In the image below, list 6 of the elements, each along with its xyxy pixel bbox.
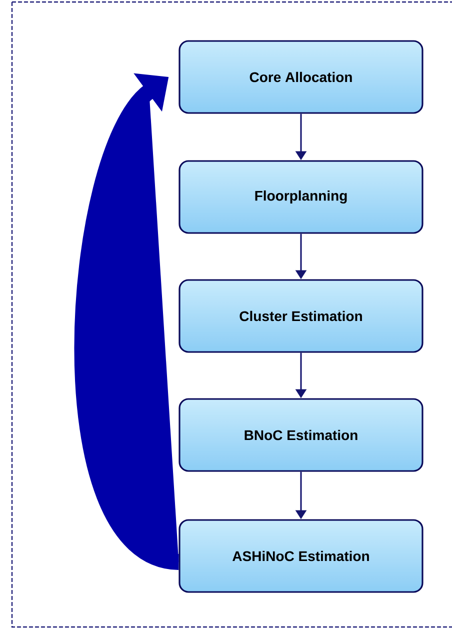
process-box: Floorplanning (178, 160, 424, 234)
process-box: ASHiNoC Estimation (178, 519, 424, 593)
process-box: Cluster Estimation (178, 279, 424, 353)
process-box: BNoC Estimation (178, 398, 424, 472)
process-box: Core Allocation (178, 40, 424, 114)
arrow (74, 73, 181, 570)
